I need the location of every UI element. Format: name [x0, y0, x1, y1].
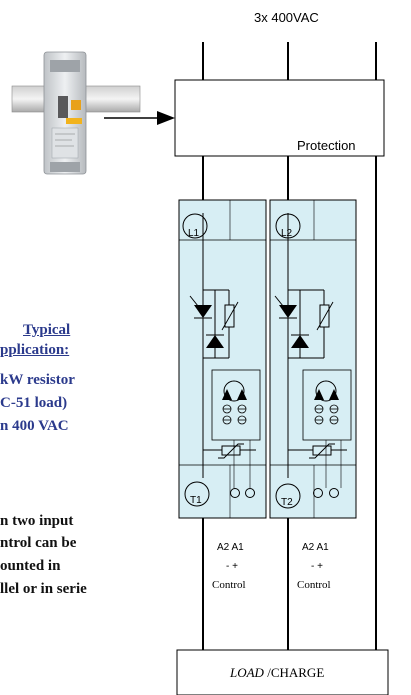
heading-line-2: pplication:: [0, 342, 70, 358]
heading-line-1: Typical: [23, 322, 71, 338]
application-detail-3: n 400 VAC: [0, 418, 69, 434]
application-detail-1: kW resistor: [0, 372, 75, 388]
supply-label: 3x 400VAC: [254, 10, 319, 25]
led-symbol: [222, 380, 247, 425]
protection-label: Protection: [297, 138, 356, 153]
control-signs-label: - +: [311, 561, 323, 572]
circuit-breaker-image: [11, 51, 141, 175]
load-label: LOAD /CHARGE: [229, 665, 324, 680]
terminal-t1-label: T1: [190, 495, 202, 506]
control-label: Control: [212, 579, 246, 591]
load-box: [176, 649, 389, 695]
note-line-3: ounted in: [0, 558, 61, 574]
note-line-4: llel or in serie: [0, 581, 87, 597]
terminal-t2: [275, 483, 301, 509]
snubber-symbol: [288, 289, 334, 359]
terminal-l2-label: L2: [281, 228, 293, 239]
terminal-l1-label: L1: [188, 228, 200, 239]
terminal-t1: [184, 481, 210, 507]
varistor-symbol: [203, 443, 256, 459]
ssr-module-1: L1: [178, 199, 267, 591]
ssr-module-2: L2: [269, 199, 357, 591]
control-terminal-a2: [230, 488, 240, 498]
varistor-symbol: [288, 443, 347, 459]
terminal-l1: [182, 213, 208, 239]
protection-box: [174, 79, 385, 157]
application-detail-2: C-51 load): [0, 395, 68, 411]
note-line-2: ntrol can be: [0, 535, 77, 551]
triac-symbol: [274, 275, 309, 359]
application-heading: Typical pplication:: [0, 322, 150, 362]
triac-symbol: [189, 275, 224, 359]
control-label: Control: [297, 579, 331, 591]
snubber-symbol: [203, 289, 239, 359]
arrow-right-icon: [104, 111, 175, 125]
control-signs-label: - +: [226, 561, 238, 572]
note-line-1: n two input: [0, 513, 74, 529]
control-pins-label: A2 A1: [302, 542, 329, 553]
control-terminal-a1: [329, 488, 339, 498]
control-pins-label: A2 A1: [217, 542, 244, 553]
control-terminal-a1: [245, 488, 255, 498]
control-terminal-a2: [313, 488, 323, 498]
terminal-t2-label: T2: [281, 497, 293, 508]
led-symbol: [314, 380, 339, 425]
